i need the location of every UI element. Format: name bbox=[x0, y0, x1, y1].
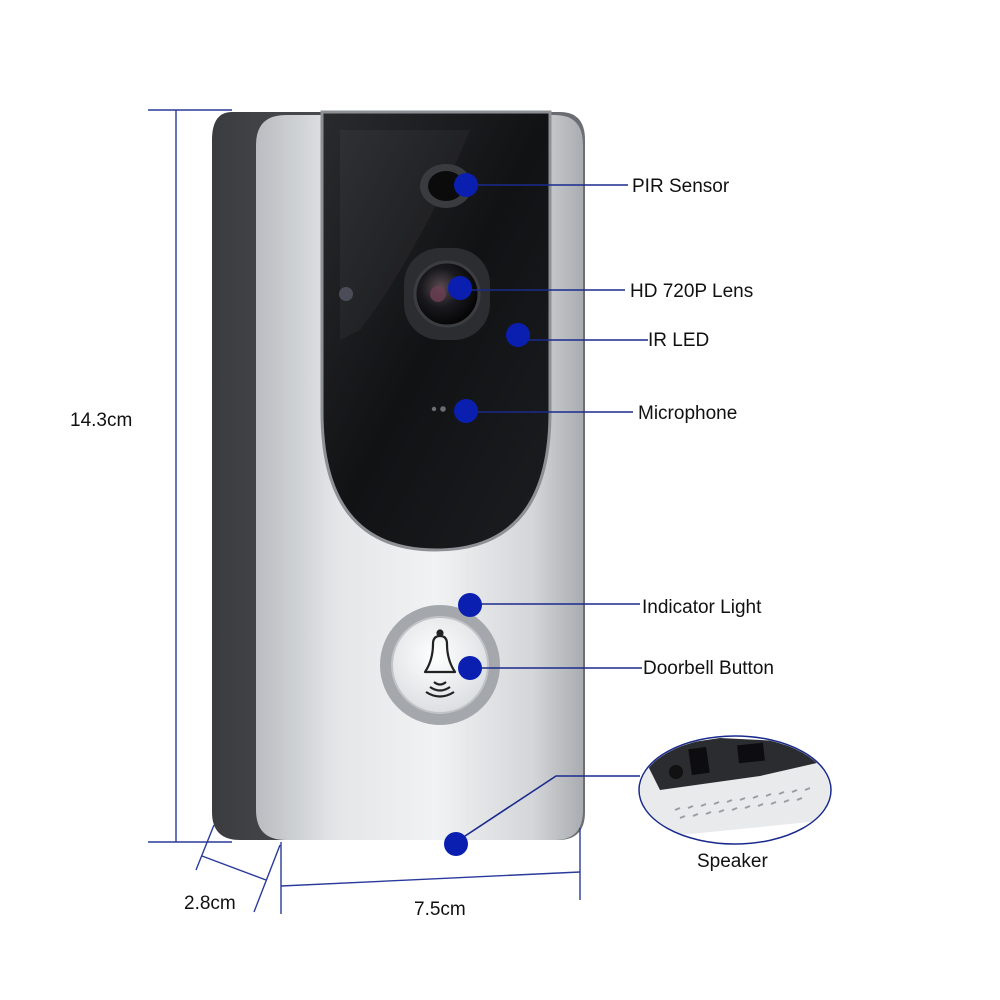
depth-dimension bbox=[195, 824, 281, 913]
light-sensor-dot bbox=[339, 287, 353, 301]
camera-lens-housing bbox=[404, 248, 490, 340]
pir-sensor-dot bbox=[454, 173, 478, 197]
ir-led-dot bbox=[506, 323, 530, 347]
bell-icon bbox=[423, 629, 457, 698]
lens-dot bbox=[448, 276, 472, 300]
label-width: 7.5cm bbox=[414, 899, 466, 920]
label-pir-sensor: PIR Sensor bbox=[632, 176, 730, 197]
label-depth: 2.8cm bbox=[184, 893, 236, 914]
doorbell-button-dot bbox=[458, 656, 482, 680]
callout-dots bbox=[444, 173, 530, 856]
label-ir-led: IR LED bbox=[648, 330, 710, 351]
microphone-dot bbox=[454, 399, 478, 423]
speaker-inset bbox=[638, 735, 832, 845]
label-height: 14.3cm bbox=[70, 410, 133, 431]
doorbell-button-assembly bbox=[380, 605, 500, 725]
doorbell-device bbox=[212, 110, 585, 840]
microphone-holes bbox=[431, 406, 446, 412]
width-dimension bbox=[280, 828, 581, 914]
speaker-dot bbox=[444, 832, 468, 856]
pir-sensor-window bbox=[420, 164, 472, 208]
label-microphone: Microphone bbox=[638, 403, 738, 424]
label-hd-lens: HD 720P Lens bbox=[630, 281, 754, 302]
indicator-light-dot bbox=[458, 593, 482, 617]
label-indicator-light: Indicator Light bbox=[642, 597, 762, 618]
callout-lines bbox=[455, 184, 648, 843]
label-doorbell-button: Doorbell Button bbox=[643, 658, 774, 679]
speaker-grille bbox=[674, 787, 811, 819]
label-speaker: Speaker bbox=[697, 851, 768, 872]
height-dimension bbox=[148, 109, 232, 843]
